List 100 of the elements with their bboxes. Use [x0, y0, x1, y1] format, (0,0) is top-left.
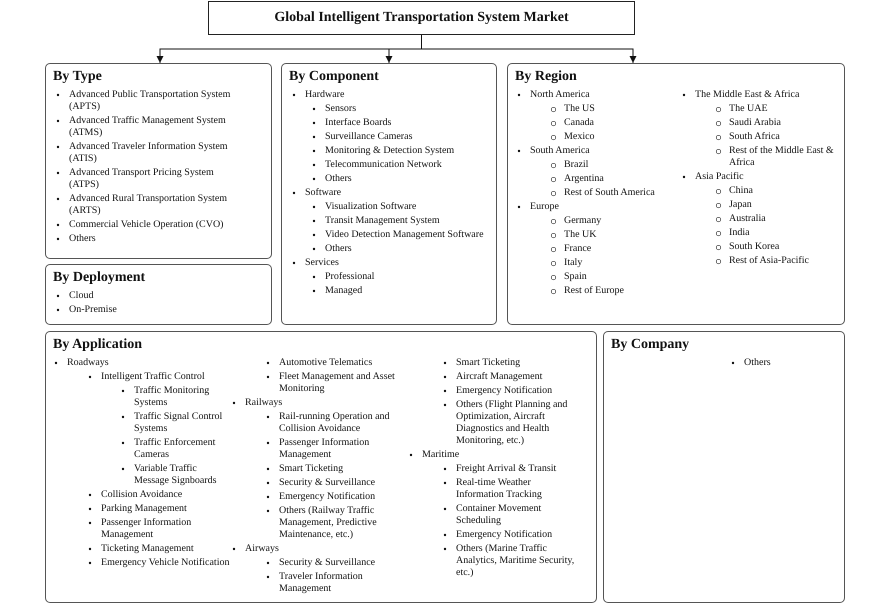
list-item: Intelligent Traffic Control — [101, 371, 206, 383]
list-item: On-Premise — [69, 304, 118, 316]
category-box — [603, 331, 845, 603]
list-item: Emergency Notification — [456, 385, 554, 397]
category-box — [507, 63, 845, 325]
list-item: Telecommunication Network — [325, 159, 443, 171]
list-item: Advanced Traffic Management System (ATMS) — [69, 115, 227, 139]
list-item: Asia Pacific — [695, 171, 745, 183]
list-item: South America — [530, 145, 591, 157]
list-item: Smart Ticketing — [279, 463, 344, 475]
list-item: Services — [305, 257, 340, 269]
list-item: Rest of South America — [564, 187, 656, 199]
list-item: Advanced Transport Pricing System (ATPS) — [69, 167, 215, 191]
list-item: Europe — [530, 201, 560, 213]
list-item: Managed — [325, 285, 364, 297]
category-box — [45, 331, 597, 603]
list-item: Container Movement Scheduling — [456, 503, 542, 527]
list-item: Others (Marine Traffic Analytics, Maritime Security, etc.) — [456, 543, 576, 579]
list-item: Collision Avoidance — [101, 489, 184, 501]
list-item: Variable Traffic Message Signboards — [134, 463, 218, 487]
list-item: Professional — [325, 271, 376, 283]
list-item: Rest of Asia-Pacific — [729, 255, 810, 267]
list-item: Others — [325, 173, 353, 185]
list-item: Ticketing Management — [101, 543, 195, 555]
section-heading: By Component — [289, 68, 379, 86]
list-item: Aircraft Management — [456, 371, 544, 383]
list-item: Surveillance Cameras — [325, 131, 414, 143]
list-item: Transit Management System — [325, 215, 441, 227]
list-item: Others — [325, 243, 353, 255]
list-item: Roadways — [67, 357, 110, 369]
list-item: Emergency Notification — [456, 529, 554, 541]
list-item: Rail-running Operation and Collision Avoidance — [279, 411, 391, 435]
list-item: Traveler Information Management — [279, 571, 364, 595]
list-item: Canada — [564, 117, 595, 129]
list-item: Monitoring & Detection System — [325, 145, 456, 157]
list-item: Traffic Signal Control Systems — [134, 411, 224, 435]
list-item: Others (Railway Traffic Management, Predictive Maintenance, etc.) — [279, 505, 378, 541]
list-item: Fleet Management and Asset Monitoring — [279, 371, 396, 395]
list-item: Advanced Rural Transportation System (ARTS) — [69, 193, 228, 217]
arrow — [421, 34, 636, 64]
list-item: Brazil — [564, 159, 590, 171]
list-item: Traffic Monitoring Systems — [134, 385, 210, 409]
list-item: Commercial Vehicle Operation (CVO) — [69, 219, 224, 231]
list-item: The UK — [564, 229, 598, 241]
box-label: Global Intelligent Transportation System Market — [274, 10, 569, 26]
list-item: Others — [69, 233, 97, 245]
list-item: South Africa — [729, 131, 781, 143]
list-item: Smart Ticketing — [456, 357, 522, 369]
list-item: The UAE — [729, 103, 769, 115]
category-box — [45, 264, 272, 325]
list-item: Argentina — [564, 173, 605, 185]
list-item: Cloud — [69, 290, 94, 302]
list-item: Security & Surveillance — [279, 557, 376, 569]
list-item: Emergency Notification — [279, 491, 376, 503]
section-heading: By Region — [515, 68, 577, 86]
list-item: Parking Management — [101, 503, 188, 515]
list-item: Interface Boards — [325, 117, 392, 129]
list-item: Airways — [245, 543, 280, 555]
list-item: Spain — [564, 271, 588, 283]
list-item: Japan — [729, 199, 753, 211]
list-item: Passenger Information Management — [101, 517, 192, 541]
list-item: Others — [744, 357, 772, 369]
list-item: Emergency Vehicle Notification — [101, 557, 230, 569]
title-box — [208, 1, 635, 35]
list-item: Rest of the Middle East & Africa — [729, 145, 835, 169]
list-item: Automotive Telematics — [279, 357, 374, 369]
list-item: Traffic Enforcement Cameras — [134, 437, 216, 461]
section-heading: By Application — [53, 336, 142, 354]
list-item: South Korea — [729, 241, 780, 253]
list-item: Railways — [245, 397, 284, 409]
list-item: North America — [530, 89, 591, 101]
list-item: Video Detection Management Software — [325, 229, 485, 241]
list-item: Rest of Europe — [564, 285, 625, 297]
list-item: Others (Flight Planning and Optimization, Aircraft Diagnostics and Health Monitoring, etc.) — [456, 399, 568, 447]
list-item: Mexico — [564, 131, 596, 143]
list-item: Hardware — [305, 89, 346, 101]
section-heading: By Type — [53, 68, 102, 86]
list-item: Saudi Arabia — [729, 117, 782, 129]
list-item: India — [729, 227, 751, 239]
list-item: The US — [564, 103, 596, 115]
list-item: Italy — [564, 257, 584, 269]
list-item: Advanced Traveler Information System (ATIS) — [69, 141, 229, 165]
list-item: Visualization Software — [325, 201, 418, 213]
category-box — [281, 63, 497, 325]
list-item: Freight Arrival & Transit — [456, 463, 558, 475]
list-item: China — [729, 185, 754, 197]
list-item: Passenger Information Management — [279, 437, 370, 461]
list-item: Real-time Weather Information Tracking — [456, 477, 543, 501]
list-item: Australia — [729, 213, 767, 225]
list-item: Germany — [564, 215, 602, 227]
list-item: Advanced Public Transportation System (APTS) — [69, 89, 232, 113]
list-item: Security & Surveillance — [279, 477, 376, 489]
list-item: Maritime — [422, 449, 460, 461]
section-heading: By Deployment — [53, 269, 146, 287]
list-item: The Middle East & Africa — [695, 89, 800, 101]
section-heading: By Company — [611, 336, 690, 354]
list-item: Software — [305, 187, 342, 199]
category-box — [45, 63, 272, 259]
list-item: France — [564, 243, 592, 255]
list-item: Sensors — [325, 103, 358, 115]
